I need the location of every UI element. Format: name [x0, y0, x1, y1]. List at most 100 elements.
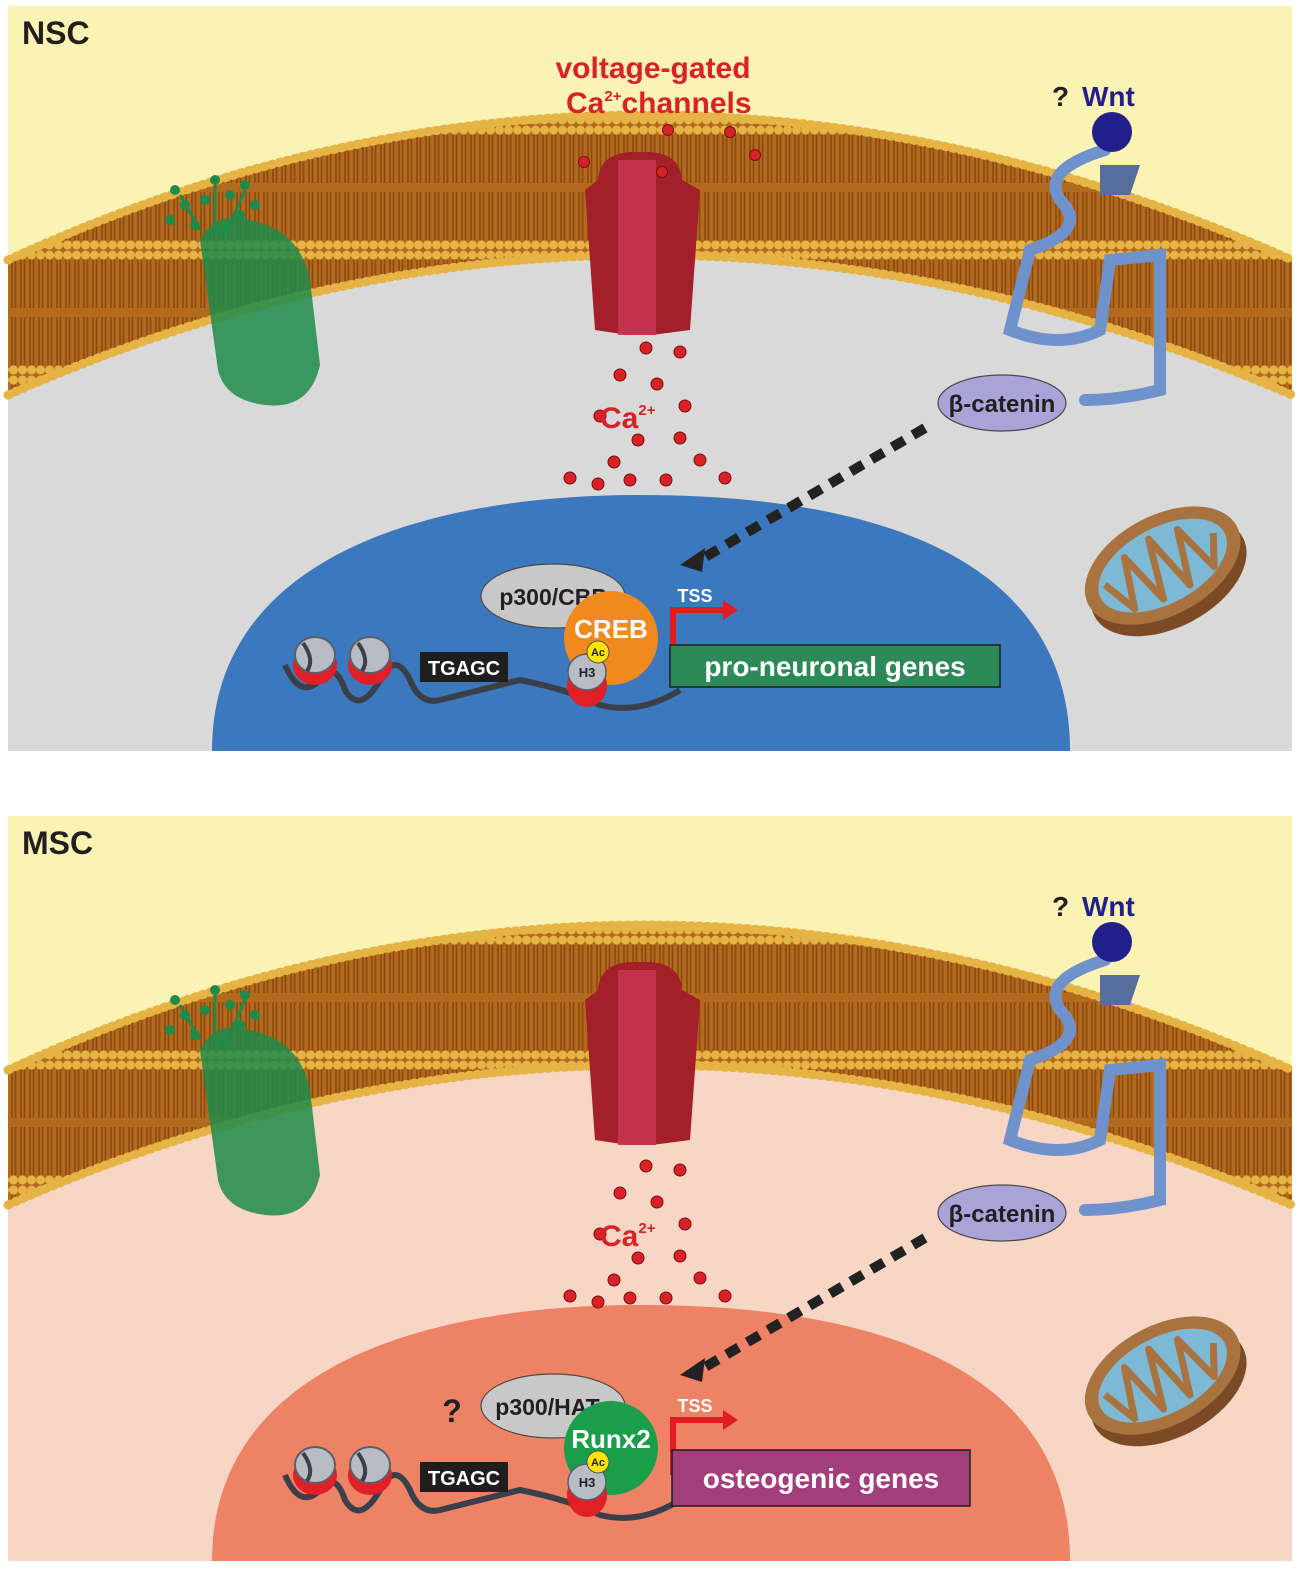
h3-label: H3	[579, 665, 596, 680]
frizzled-receptor	[1002, 144, 1166, 406]
tss-arrowhead	[723, 600, 738, 620]
signaling-arrowhead	[680, 548, 705, 572]
h3-label: H3	[579, 1475, 596, 1490]
calcium-ion	[639, 341, 653, 355]
calcium-ion	[693, 453, 707, 467]
calcium-ion	[631, 1251, 645, 1265]
receptor-cap	[1100, 975, 1140, 1005]
glycan-bead	[235, 1020, 245, 1030]
calcium-ion	[673, 1163, 687, 1177]
glycan-bead	[235, 210, 245, 220]
extracellular-calcium-ion	[656, 166, 668, 178]
signaling-dashed-arrow	[697, 1233, 928, 1375]
wnt-label: Wnt	[1082, 891, 1135, 922]
glycan-bead	[200, 195, 210, 205]
glycan-bead	[250, 1010, 260, 1020]
glycan-bead	[225, 190, 235, 200]
extracellular-calcium-ion	[724, 126, 736, 138]
nucleosome-dna-wrap	[301, 1451, 313, 1483]
extracellular-calcium-ion	[578, 156, 590, 168]
signaling-arrowhead	[680, 1358, 705, 1382]
transcription-factor-label: CREB	[574, 614, 648, 644]
calcium-ion	[673, 431, 687, 445]
calcium-ion	[659, 1291, 673, 1305]
channel-pore	[618, 160, 656, 335]
glycan-bead	[250, 200, 260, 210]
calcium-ion	[563, 471, 577, 485]
nucleosome-dna-wrap	[356, 1451, 368, 1483]
motif-label: TGAGC	[428, 658, 500, 680]
coactivator-question-mark: ?	[442, 1393, 462, 1429]
calcium-label-text: Ca	[600, 1220, 639, 1253]
nucleosome-histone-grey	[294, 1446, 336, 1484]
cell-type-label: NSC	[22, 15, 90, 51]
glycan-bead	[240, 180, 250, 190]
receptor-chain	[1002, 144, 1166, 406]
calcium-ion	[613, 368, 627, 382]
beta-catenin-oval	[937, 374, 1067, 432]
calcium-ion	[659, 473, 673, 487]
acetyl-marker	[586, 640, 610, 664]
nucleosome-histone-grey	[349, 636, 391, 674]
glycoprotein-body	[200, 1027, 320, 1216]
glycan-bead	[165, 215, 175, 225]
calcium-ion	[678, 1217, 692, 1231]
calcium-ion	[623, 1291, 637, 1305]
membrane-outer-heads	[3, 110, 1297, 265]
calcium-ion	[673, 1249, 687, 1263]
mitochondrion	[1084, 1316, 1247, 1447]
channel-label-ca: Ca	[566, 87, 605, 120]
nucleosome-histone-grey	[349, 1446, 391, 1484]
nucleosome-histone-grey	[294, 636, 336, 674]
calcium-ion	[650, 377, 664, 391]
glycan-chains	[165, 985, 260, 1045]
glycan-stems	[178, 185, 247, 236]
calcium-label-superscript: 2+	[638, 402, 655, 419]
wnt-ligand	[1092, 112, 1132, 152]
calcium-ion	[593, 1227, 607, 1241]
genes-box	[669, 644, 1001, 688]
glycan-stems	[178, 995, 247, 1046]
frizzled-receptor	[1002, 954, 1166, 1216]
channel-label-rest: channels	[621, 87, 751, 120]
calcium-label: Ca2+	[600, 1220, 656, 1253]
wnt-label: Wnt	[1082, 81, 1135, 112]
acetyl-marker	[586, 1450, 610, 1474]
glycan-bead	[210, 985, 220, 995]
calcium-ion	[607, 455, 621, 469]
calcium-ion	[678, 399, 692, 413]
glycan-bead	[165, 1025, 175, 1035]
extracellular-calcium-ion	[749, 149, 761, 161]
calcium-ion	[623, 473, 637, 487]
mito-cristae	[1102, 525, 1218, 613]
membrane-outer-heads	[3, 920, 1297, 1075]
calcium-ion	[593, 409, 607, 423]
tss-arrowhead	[723, 1410, 738, 1430]
glycan-bead	[170, 185, 180, 195]
calcium-ion	[591, 1295, 605, 1309]
calcium-ion	[639, 1159, 653, 1173]
nucleosome-dna-wrap	[356, 641, 368, 673]
calcium-ion	[693, 1271, 707, 1285]
channel-label-line1: voltage-gated	[555, 52, 750, 85]
calcium-ion	[673, 345, 687, 359]
tss-label: TSS	[677, 586, 712, 606]
calcium-ion	[591, 477, 605, 491]
receptor-cap	[1100, 165, 1140, 195]
glycan-bead	[225, 1000, 235, 1010]
wnt-question-mark: ?	[1052, 81, 1069, 112]
calcium-ion	[613, 1186, 627, 1200]
channel-label-line2: Ca2+channels	[566, 87, 752, 120]
calcium-ion	[718, 471, 732, 485]
glycan-bead	[170, 995, 180, 1005]
glycoprotein-body	[200, 217, 320, 406]
cell-type-label: MSC	[22, 825, 93, 861]
extracellular-calcium-ion	[662, 124, 674, 136]
acetyl-label: Ac	[591, 1457, 605, 1469]
calcium-ion	[650, 1195, 664, 1209]
beta-catenin-label: β-catenin	[949, 391, 1056, 418]
nucleosome-dna-wrap	[301, 641, 313, 673]
panel-msc: MSC?WntCa2+β-cateninTGAGCp300/HATs?Runx2…	[3, 816, 1297, 1561]
